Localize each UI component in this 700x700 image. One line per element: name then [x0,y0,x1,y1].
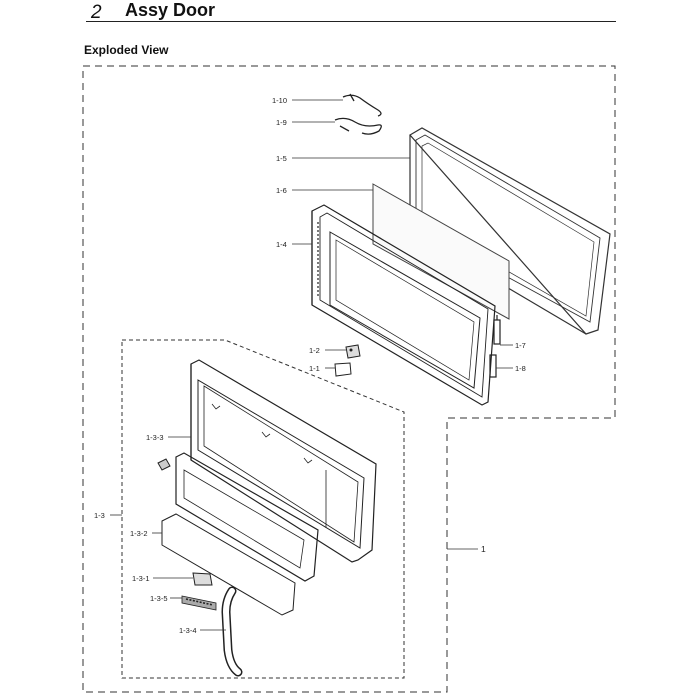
part-1-3-2-cover [175,452,319,582]
part-1-6-glass [372,183,510,320]
part-1-2-hole [349,348,353,352]
callout-1-3-5: 1-3-5 [150,594,168,603]
part-1-3-3-panel [190,359,377,563]
view-title: Exploded View [84,43,169,57]
part-1-7-hinge [493,315,501,345]
assembly-1-boundary [82,65,616,693]
section-title: Assy Door [125,0,216,20]
section-number: 2 [91,2,102,23]
callout-1-4: 1-4 [276,240,287,249]
leader-lines [110,99,513,631]
part-1-10-wire [342,93,382,117]
part-1-4-door-frame [311,204,496,406]
part-1-3-4-gasket-fill [222,588,241,675]
callout-1-10: 1-10 [272,96,287,105]
callout-1-3-2: 1-3-2 [130,529,148,538]
callout-1-6: 1-6 [276,186,287,195]
callout-1-3-1: 1-3-1 [132,574,150,583]
callout-1: 1 [481,544,486,554]
part-1-3-2-plate [161,513,296,616]
part-1-2-clip [345,344,361,359]
callout-1-5: 1-5 [276,154,287,163]
subassembly-1-3-boundary [121,339,405,679]
title-rule [86,21,616,22]
callout-1-2: 1-2 [309,346,320,355]
panel-bracket [157,458,171,471]
part-1-3-1-window [192,572,213,586]
part-1-9-wire [334,117,382,135]
part-1-1-plate [334,362,352,377]
callout-1-1: 1-1 [309,364,320,373]
part-1-8-hinge [489,354,497,378]
callout-1-8: 1-8 [515,364,526,373]
callout-1-3-4: 1-3-4 [179,626,197,635]
part-1-3-5-logo-strip [181,595,217,611]
callout-1-3: 1-3 [94,511,105,520]
callout-1-7: 1-7 [515,341,526,350]
callout-1-3-3: 1-3-3 [146,433,164,442]
callout-1-9: 1-9 [276,118,287,127]
